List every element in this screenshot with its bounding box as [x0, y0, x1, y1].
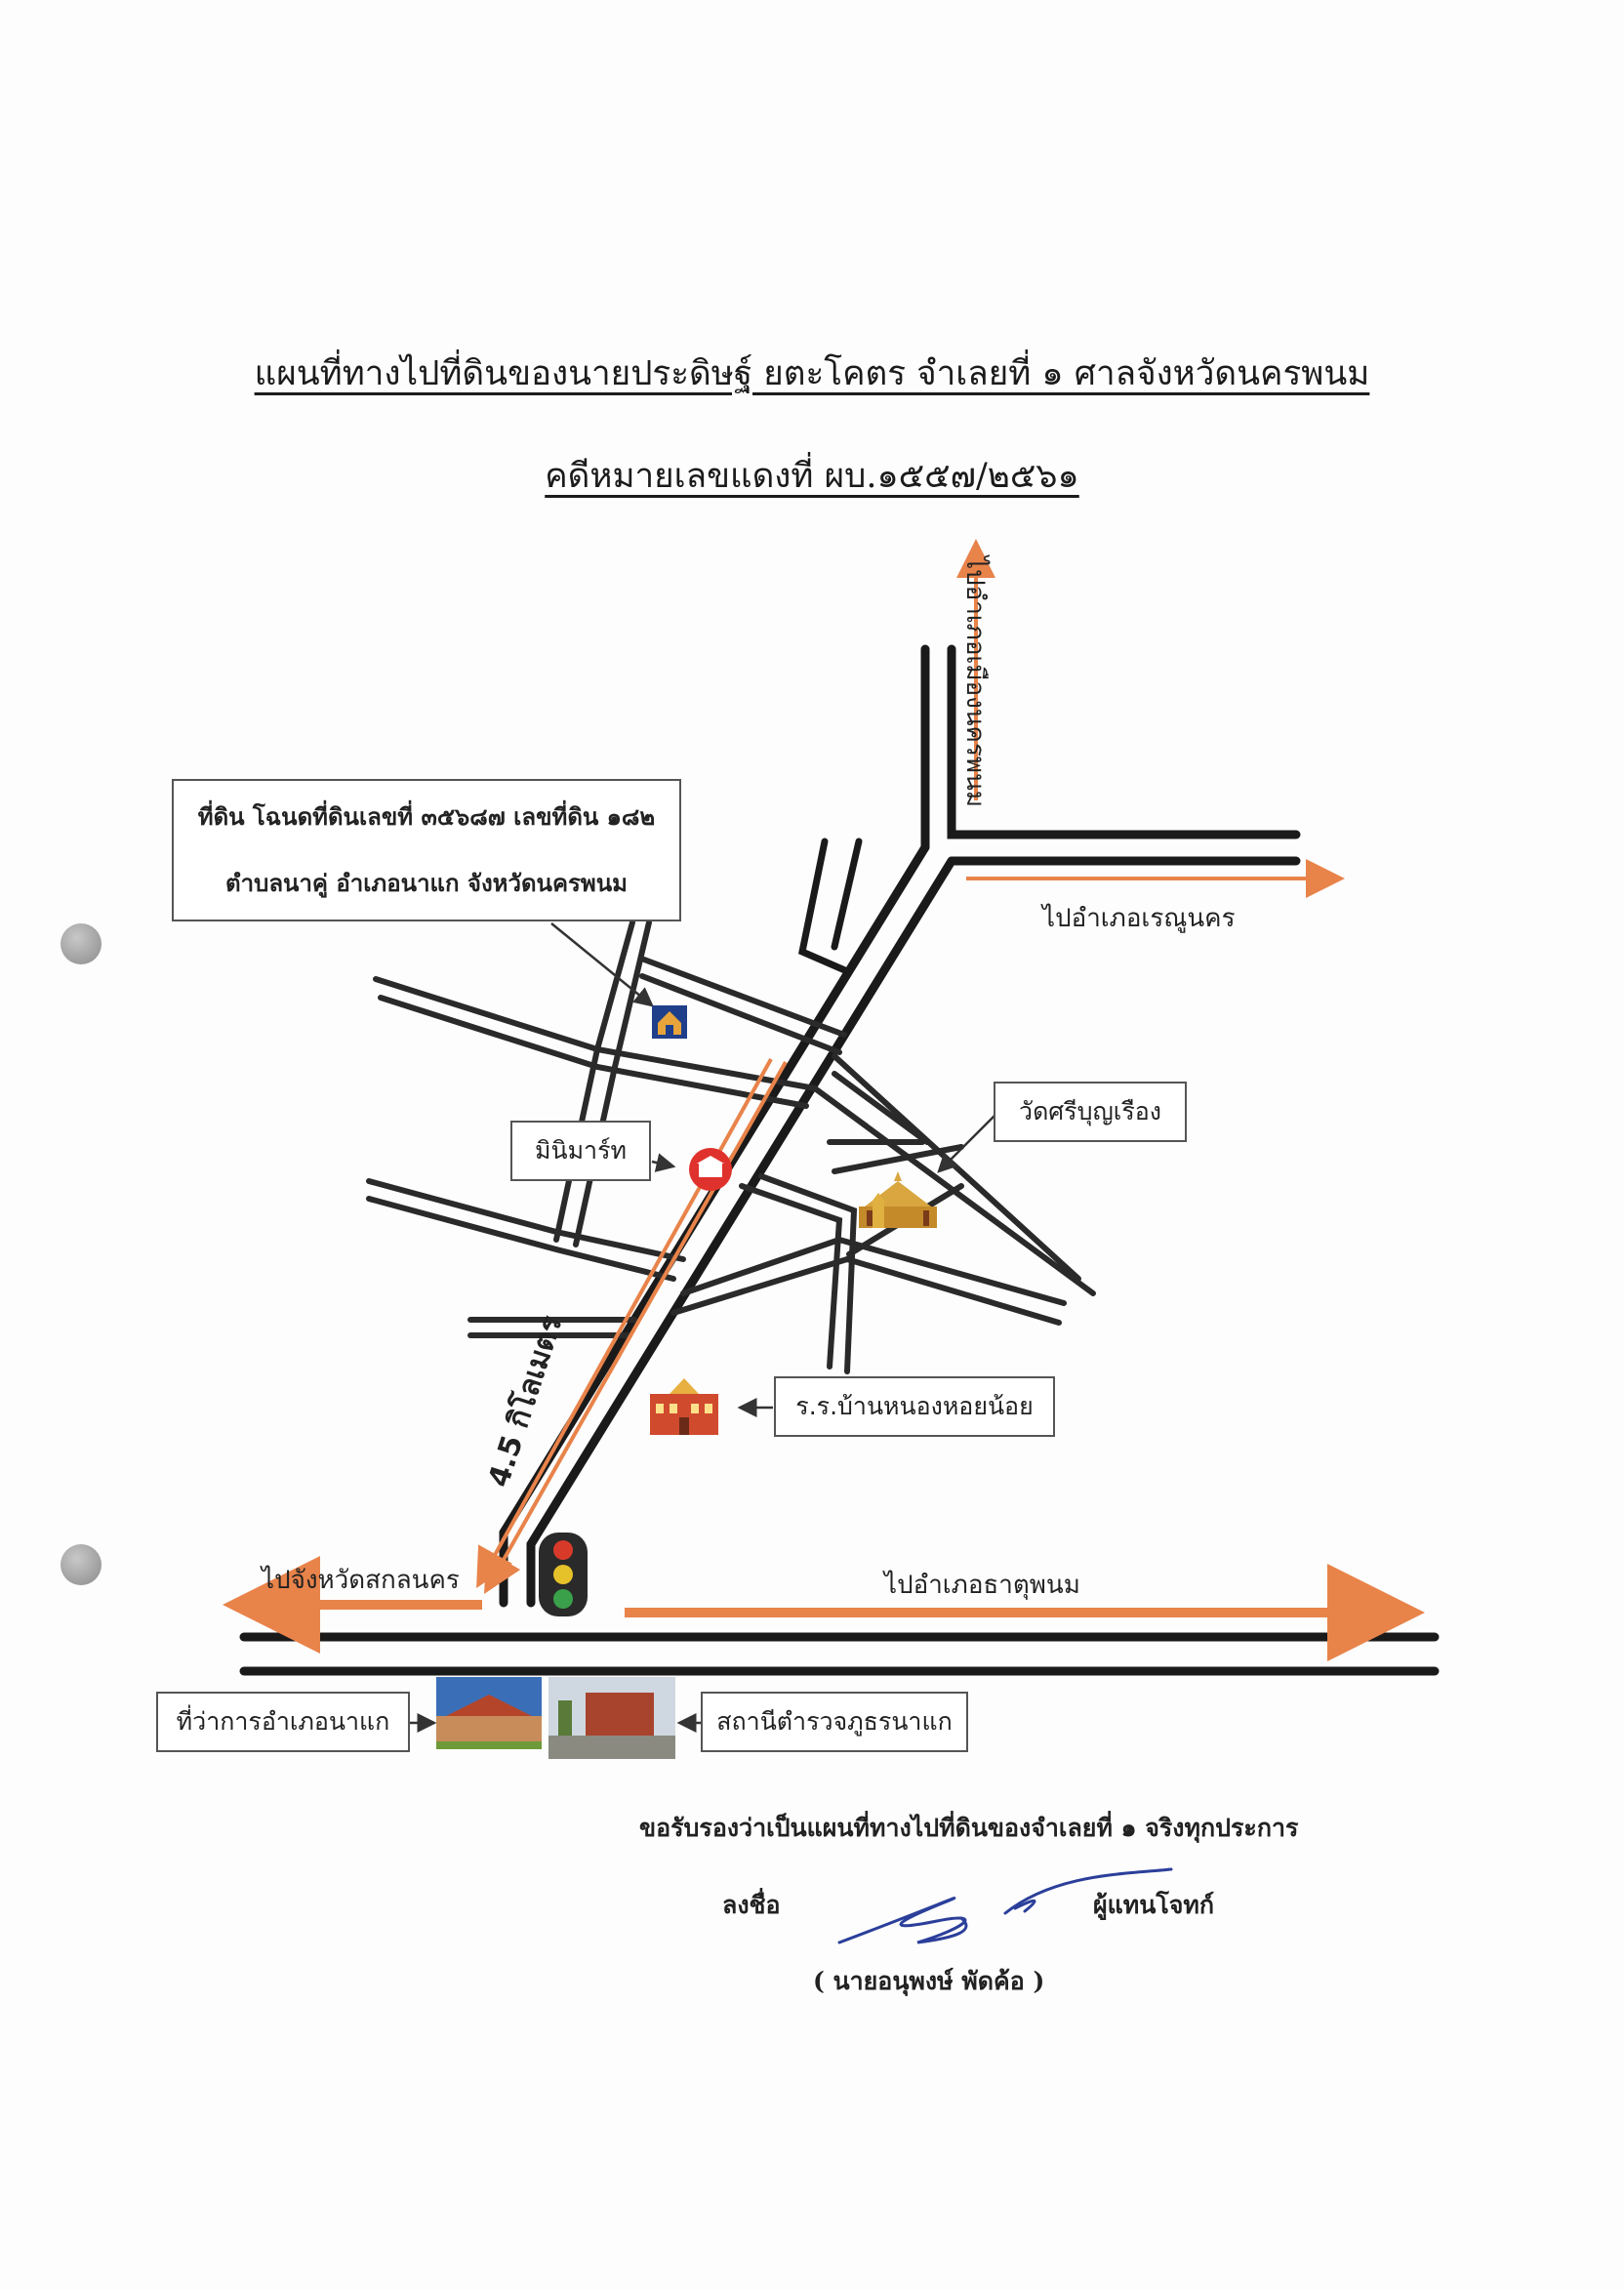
land-info-line-2: ตำบลนาคู่ อำเภอนาแก จังหวัดนครพนม — [225, 870, 628, 897]
label-to-renu: ไปอำเภอเรณูนคร — [1042, 904, 1236, 933]
traffic-light-icon — [539, 1533, 588, 1616]
direction-arrows — [223, 539, 1425, 1661]
signer-role: ผู้แทนโจทก์ — [1093, 1891, 1215, 1919]
road-spur-2 — [831, 838, 863, 951]
signature — [837, 1867, 1173, 1944]
temple-box: วัดศรีบุญเรือง — [994, 1082, 1187, 1142]
temple-icon — [859, 1171, 937, 1228]
label-to-sakon: ไปจังหวัดสกลนคร — [262, 1566, 460, 1595]
land-info-box: ที่ดิน โฉนดที่ดินเลขที่ ๓๕๖๘๗ เลขที่ดิน … — [172, 779, 681, 921]
sign-label: ลงชื่อ — [722, 1891, 781, 1919]
shop-icon — [689, 1148, 732, 1191]
road-spur-1 — [798, 838, 851, 975]
land-info-line-1: ที่ดิน โฉนดที่ดินเลขที่ ๓๕๖๘๗ เลขที่ดิน … — [197, 803, 656, 831]
police-photo-icon — [548, 1677, 675, 1759]
case-number: คดีหมายเลขแดงที่ ผบ.๑๕๕๗/๒๕๖๑ — [545, 457, 1079, 496]
label-to-mueang: ไปอำเภอเมืองนครพนม — [960, 556, 990, 807]
building-photo-icon — [436, 1677, 542, 1749]
punch-hole-top — [61, 923, 102, 964]
leader-arrows — [410, 922, 996, 1733]
police-station-box: สถานีตำรวจภูธรนาแก — [701, 1692, 968, 1752]
road-north-right — [947, 644, 1301, 839]
district-office-box: ที่ว่าการอำเภอนาแก — [156, 1692, 410, 1752]
label-to-thatphanom: ไปอำเภอธาตุพนม — [884, 1571, 1080, 1600]
minimart-box: มินิมาร์ท — [510, 1121, 651, 1181]
school-box: ร.ร.บ้านหนองหอยน้อย — [774, 1376, 1055, 1437]
minor-roads — [366, 920, 1096, 1374]
school-icon — [650, 1378, 718, 1435]
page-title: แผนที่ทางไปที่ดินของนายประดิษฐ์ ยตะโคตร … — [254, 354, 1370, 393]
house-icon — [652, 1005, 687, 1039]
signer-name: ( นายอนุพงษ์ พัดค้อ ) — [813, 1967, 1045, 1995]
arrow-distance — [476, 1058, 773, 1588]
certification-text: ขอรับรองว่าเป็นแผนที่ทางไปที่ดินของจำเลย… — [639, 1814, 1299, 1842]
punch-hole-bottom — [61, 1544, 102, 1585]
